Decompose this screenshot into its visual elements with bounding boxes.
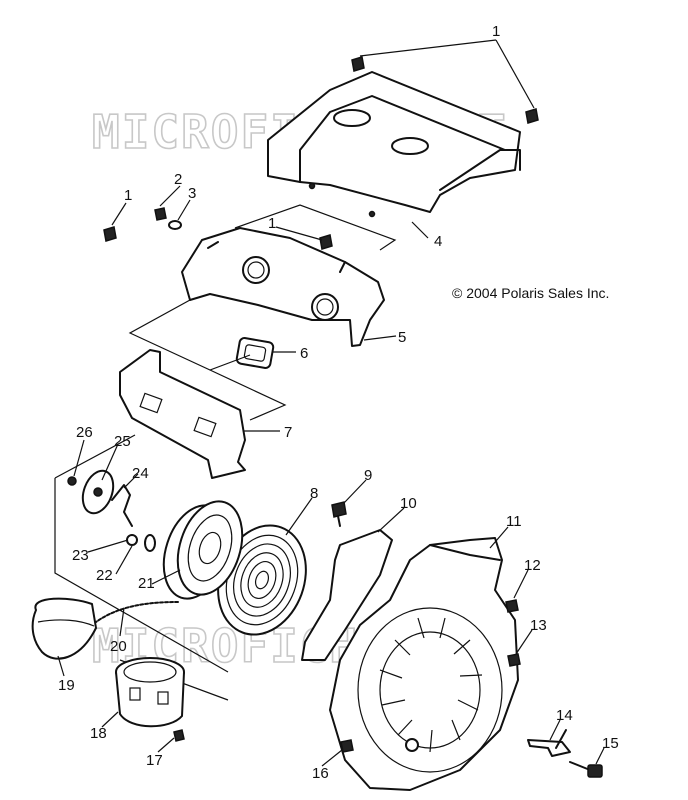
callout-24: 24 [132,465,149,482]
callout-6: 6 [300,345,308,362]
fastener-parts [103,56,539,250]
callout-labels: 1 1 1 2 3 4 5 6 7 8 9 10 11 12 13 14 15 … [58,23,619,782]
part-6-gasket [235,337,275,369]
callout-26: 26 [76,424,93,441]
part-9-10-bolt-bracket [301,501,393,661]
callout-13: 13 [530,617,547,634]
callout-1-top: 1 [492,23,500,40]
part-4-top-shroud [267,71,521,218]
callout-17: 17 [146,752,163,769]
leader-lines [57,39,605,767]
callout-18: 18 [90,725,107,742]
callout-4: 4 [434,233,442,250]
part-7-bracket [119,349,246,479]
callout-22: 22 [96,567,113,584]
callout-3: 3 [188,185,196,202]
callout-23: 23 [72,547,89,564]
starter-rope-and-handle [31,597,179,660]
part-11-fan-housing [329,537,519,791]
callout-12: 12 [524,557,541,574]
callout-10: 10 [400,495,417,512]
part-5-mounting-plate [181,227,385,347]
callout-1-mid: 1 [268,215,276,232]
callout-21: 21 [138,575,155,592]
callout-2: 2 [174,171,182,188]
callout-8: 8 [310,485,318,502]
callout-7: 7 [284,424,292,441]
callout-19: 19 [58,677,75,694]
callout-1-left: 1 [124,187,132,204]
callout-11: 11 [506,513,522,530]
callout-9: 9 [364,467,372,484]
callout-20: 20 [110,638,127,655]
copyright-text: © 2004 Polaris Sales Inc. [452,285,609,301]
callout-16: 16 [312,765,329,782]
part-21-recoil-pulley [162,500,244,600]
callout-5: 5 [398,329,406,346]
small-recoil-parts [67,469,156,552]
callout-15: 15 [602,735,619,752]
callout-25: 25 [114,433,131,450]
callout-14: 14 [556,707,573,724]
part-18-cup-housing [115,657,185,742]
housing-fasteners [340,599,603,778]
